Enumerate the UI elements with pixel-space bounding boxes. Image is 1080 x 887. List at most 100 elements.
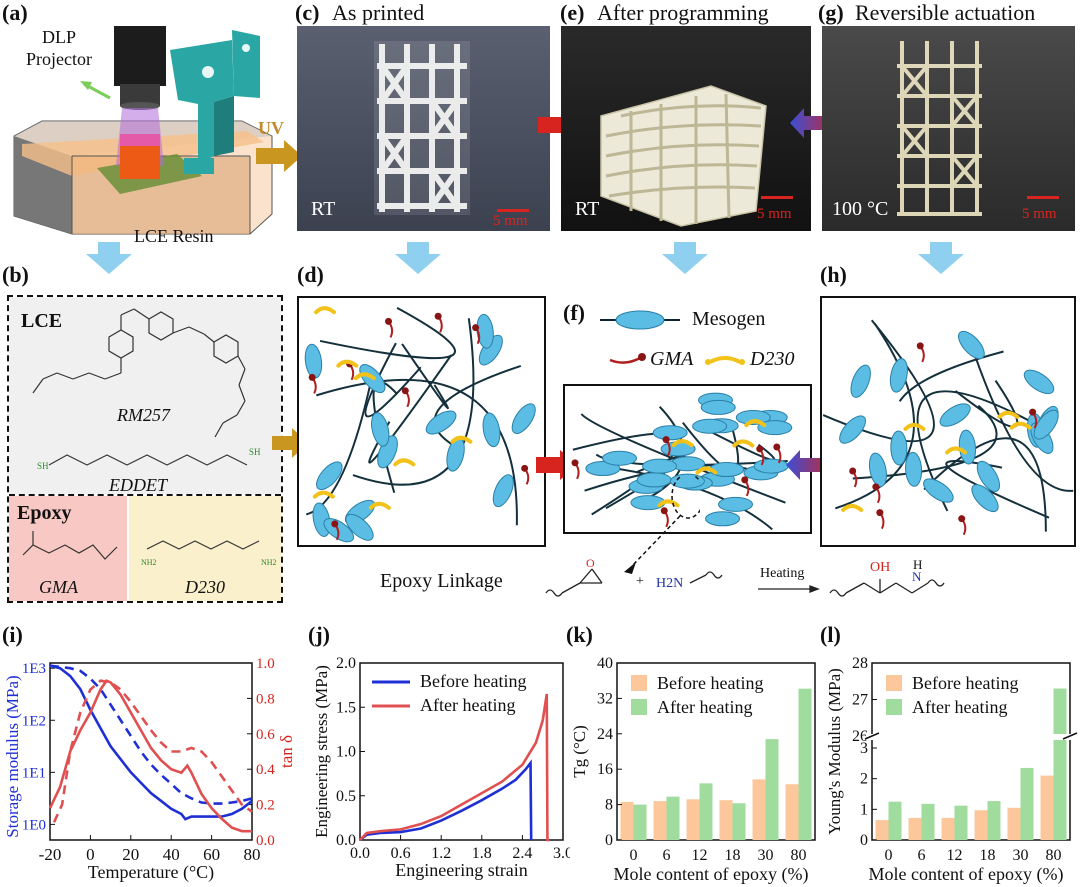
series-line-2: [48, 679, 252, 833]
panel-label-k: (k): [566, 622, 593, 647]
polymer-chain: [433, 364, 522, 447]
gma-end: [958, 515, 966, 523]
y-tick-label: 24: [597, 726, 613, 743]
x-tick-label: 30: [758, 847, 774, 864]
gma-end: [662, 436, 670, 444]
series-line-3: [52, 679, 253, 823]
scale-bar-e: [761, 196, 793, 199]
y-tick-label: 1.5: [336, 699, 356, 716]
y-tick-label: 2: [860, 771, 868, 788]
mesogen: [705, 511, 741, 527]
heating-label: Heating: [760, 566, 804, 581]
y-tick-label: 40: [597, 655, 613, 672]
mesogen: [377, 435, 398, 469]
mesogen: [511, 403, 536, 434]
x-tick-label: 80: [1046, 847, 1062, 864]
sh-right: SH: [249, 447, 261, 457]
x-tick-label: 0: [630, 847, 638, 864]
d230-strand: [945, 446, 968, 455]
svg-text:O: O: [586, 556, 595, 570]
d230-strand: [450, 435, 473, 444]
panel-label-d: (d): [297, 262, 324, 287]
y-axis-label: Engineering stress (MPa): [312, 665, 331, 838]
y-axis-label-left: Storage modulus (MPa): [3, 675, 22, 837]
y-tick-label-right: 0.2: [256, 798, 275, 814]
legend-label-0: Before heating: [912, 673, 1018, 693]
mesogen: [371, 412, 390, 447]
nh2-right: NH2: [261, 558, 277, 567]
polymer-chain: [923, 437, 1047, 532]
mesogen: [905, 451, 923, 487]
d230-strand: [1009, 421, 1032, 430]
y-tick-label-left: 1E2: [22, 713, 46, 729]
y-axis-label-right: tan δ: [277, 735, 296, 768]
gma-end: [916, 342, 924, 350]
x-tick-label: 18: [725, 847, 741, 864]
resin-label: LCE Resin: [134, 226, 214, 246]
bar-1: [987, 801, 1001, 840]
mesogen: [602, 450, 638, 466]
gma-end: [472, 324, 480, 332]
x-tick-label: 40: [163, 845, 180, 864]
legend-label-0: Before heating: [657, 673, 763, 693]
legend-label-0: Before heating: [420, 671, 526, 691]
x-tick-label: 30: [1013, 847, 1029, 864]
x-tick-label: -20: [39, 845, 62, 864]
mesogen: [482, 412, 501, 448]
d230-strand: [997, 410, 1020, 419]
mesogen: [971, 484, 999, 513]
gma-label: GMA: [39, 577, 79, 597]
d230-strand: [314, 306, 337, 315]
down-arrow-a: [86, 242, 132, 274]
mesogen: [839, 415, 866, 444]
bar-1: [1020, 767, 1034, 840]
mesogen: [345, 513, 374, 541]
bar-0: [686, 799, 700, 840]
photo-after-programming: RT 5 mm: [561, 26, 811, 231]
d230-strand: [368, 501, 391, 510]
axis-break-mark: [1062, 732, 1078, 740]
x-tick-label: 1.8: [472, 845, 492, 862]
polymer-chain: [852, 404, 998, 480]
mesogen: [492, 474, 514, 508]
mesogen: [692, 418, 728, 434]
down-arrow-e: [662, 242, 708, 274]
y-tick-label: 0: [605, 832, 613, 849]
y-tick-label-right: 0.0: [256, 833, 275, 849]
x-tick-label: 2.4: [512, 845, 532, 862]
y-tick-label-left: 1E0: [22, 817, 46, 833]
projector-label: DLP Projector: [26, 27, 92, 69]
gma-end: [876, 509, 884, 517]
network-after-programming: [563, 384, 812, 534]
x-axis-label: Mole content of epoxy (%): [614, 864, 809, 885]
panel-label-b: (b): [2, 262, 29, 287]
polymer-chain: [916, 390, 1050, 512]
zoom-pointer: [624, 476, 700, 574]
mesogen: [717, 496, 753, 512]
d230-strand: [841, 503, 864, 512]
polymer-chain: [319, 307, 456, 360]
mesogen: [652, 425, 688, 441]
bar-1: [888, 801, 902, 840]
mesogen: [757, 420, 793, 436]
x-tick-label: 1.2: [431, 845, 451, 862]
y-tick-label-right: 0.6: [256, 727, 275, 743]
photo-as-printed: RT 5 mm: [297, 26, 550, 231]
bar-1: [765, 739, 779, 840]
polymer-chain: [898, 350, 1004, 402]
d230-strand: [353, 372, 376, 381]
y-tick-label: 0.0: [336, 832, 356, 849]
uv-arrow: UV: [256, 118, 302, 176]
bar-0: [974, 810, 988, 840]
mesogen: [923, 478, 954, 503]
x-tick-label: 18: [980, 847, 996, 864]
series-line-0: [49, 664, 253, 821]
plot-frame: [871, 662, 1071, 841]
gma-end: [331, 520, 339, 528]
x-axis-label: Temperature (°C): [88, 862, 214, 883]
mesogen: [1023, 369, 1055, 395]
polymer-chain: [401, 343, 449, 410]
y-tick-label: 8: [605, 797, 613, 814]
x-tick-label: 20: [122, 845, 139, 864]
